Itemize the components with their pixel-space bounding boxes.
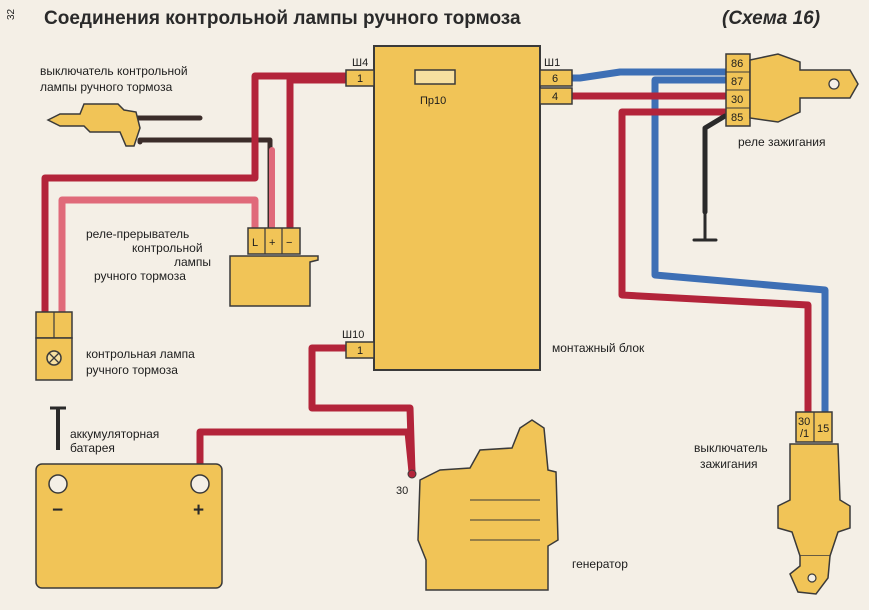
connector-sh10-label: Ш10: [342, 329, 364, 341]
battery-minus-terminal: [48, 474, 68, 494]
mounting-block: [373, 45, 541, 371]
connector-sh1-pin4: [539, 87, 573, 105]
relay-interrupter-body: [229, 255, 319, 307]
wire-relay-l-to-lamp: [58, 196, 259, 316]
interrupter-pin-plus: +: [269, 237, 275, 249]
connector-sh4-pin: 1: [357, 73, 363, 85]
wire-sh10-to-generator: [308, 344, 416, 476]
relay-pin-86: 86: [731, 58, 743, 70]
battery-label-2: батарея: [70, 441, 115, 455]
ignition-relay: [725, 53, 859, 127]
relay-interrupter-connector: [247, 227, 301, 255]
wire-battery-to-generator: [196, 428, 416, 489]
wire-relay-85-ground: [702, 113, 728, 215]
generator-terminal-30: [407, 469, 417, 479]
ignition-switch-label-1: выключатель: [694, 441, 768, 455]
relay-interrupter-label-1: реле-прерыватель: [86, 227, 189, 241]
relay-pin-87: 87: [731, 76, 743, 88]
interrupter-pin-l: L: [252, 237, 258, 249]
connector-sh10-pin: 1: [357, 345, 363, 357]
wire-sh4-to-relay-minus: [286, 76, 354, 232]
switch-pin-30-1: /1: [800, 428, 809, 440]
ground-symbol: [692, 210, 718, 242]
mounting-block-label: монтажный блок: [552, 341, 645, 355]
wire-sh4-to-lamp: [41, 72, 354, 316]
battery-plus-terminal: [190, 474, 210, 494]
switch-pin-15: 15: [817, 423, 829, 435]
relay-interrupter-label-2: контрольной: [132, 241, 203, 255]
diagram-title: Соединения контрольной лампы ручного тор…: [44, 8, 521, 29]
connector-sh1-pin6-label: 6: [552, 73, 558, 85]
relay-pin-85: 85: [731, 112, 743, 124]
wires: [41, 68, 829, 489]
connector-sh1-pin6: [539, 69, 573, 87]
ignition-switch: [777, 411, 851, 595]
handbrake-switch-label-2: лампы ручного тормоза: [40, 80, 173, 94]
generator: [417, 419, 559, 591]
wire-switch-to-relay: [137, 137, 273, 231]
page-number: 32: [6, 8, 17, 20]
relay-interrupter-label-3: лампы: [174, 255, 211, 269]
relay-pin-30: 30: [731, 94, 743, 106]
fuse-pr10: [414, 69, 456, 85]
warning-lamp-label-2: ручного тормоза: [86, 363, 178, 377]
scheme-number: (Схема 16): [722, 8, 820, 29]
battery-label-1: аккумуляторная: [70, 427, 159, 441]
generator-pin-30: 30: [396, 485, 408, 497]
interrupter-pin-minus: −: [286, 237, 292, 249]
connector-sh4: [345, 69, 375, 87]
fuse-label: Пр10: [420, 95, 446, 107]
warning-lamp-label-1: контрольная лампа: [86, 347, 195, 361]
ignition-switch-label-2: зажигания: [700, 457, 758, 471]
connector-sh1-label: Ш1: [544, 57, 560, 69]
handbrake-switch-label-1: выключатель контрольной: [40, 64, 188, 78]
connector-sh4-label: Ш4: [352, 57, 368, 69]
ignition-relay-label: реле зажигания: [738, 135, 825, 149]
switch-pin-30: 30: [798, 416, 810, 428]
battery-plus-sign: +: [193, 500, 204, 521]
generator-label: генератор: [572, 557, 628, 571]
relay-interrupter-label-4: ручного тормоза: [94, 269, 186, 283]
wire-relay-to-switch-15: [651, 76, 829, 416]
handbrake-switch: [46, 103, 141, 147]
wire-relay-to-switch-30: [618, 108, 812, 416]
connector-sh1-pin4-label: 4: [552, 91, 558, 103]
connector-sh10: [345, 341, 375, 359]
battery-minus-sign: −: [52, 500, 63, 521]
battery-body: [35, 463, 223, 589]
